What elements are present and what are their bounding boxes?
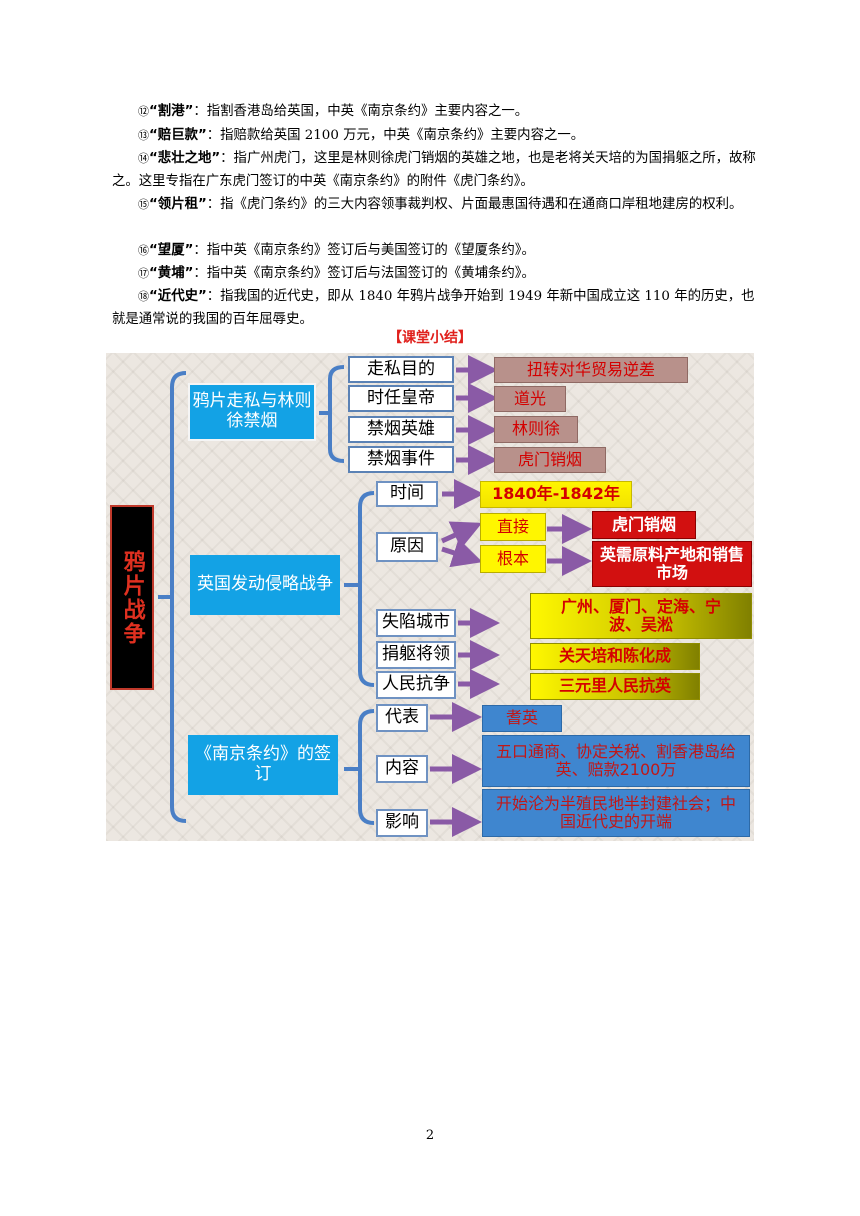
value-root-cause: 英需原料产地和销售市场 bbox=[592, 541, 752, 587]
value-lost-cities: 广州、厦门、定海、宁波、吴淞 bbox=[530, 593, 752, 639]
value-content: 五口通商、协定关税、割香港岛给英、赔款2100万 bbox=[482, 735, 750, 787]
note-17: ⑰“黄埔”：指中英《南京条约》签订后与法国签订的《黄埔条约》。 bbox=[138, 266, 535, 281]
value-impact: 开始沦为半殖民地半封建社会；中国近代史的开端 bbox=[482, 789, 750, 837]
label-representative: 代表 bbox=[376, 704, 428, 732]
category-opium-ban: 鸦片走私与林则徐禁烟 bbox=[188, 383, 316, 441]
label-ban-event: 禁烟事件 bbox=[348, 446, 454, 473]
value-time: 1840年-1842年 bbox=[480, 481, 632, 508]
label-cause: 原因 bbox=[376, 532, 438, 562]
label-root-cause: 根本 bbox=[480, 545, 546, 573]
concept-map: 鸦片战争 鸦片走私与林则徐禁烟 走私目的 时任皇帝 禁烟英雄 禁烟事件 扭转对华… bbox=[106, 353, 754, 841]
summary-title: 【课堂小结】 bbox=[388, 330, 472, 346]
value-smuggling-purpose: 扭转对华贸易逆差 bbox=[494, 357, 688, 383]
label-ban-hero: 禁烟英雄 bbox=[348, 416, 454, 443]
value-representative: 耆英 bbox=[482, 705, 562, 732]
note-16: ⑯“望厦”：指中英《南京条约》签订后与美国签订的《望厦条约》。 bbox=[138, 243, 535, 258]
root-node: 鸦片战争 bbox=[110, 505, 154, 690]
value-ban-hero: 林则徐 bbox=[494, 416, 578, 443]
value-generals: 关天培和陈化成 bbox=[530, 643, 700, 670]
label-smuggling-purpose: 走私目的 bbox=[348, 356, 454, 383]
note-15: ⑮“领片租”：指《虎门条约》的三大内容领事裁判权、片面最惠国待遇和在通商口岸租地… bbox=[138, 197, 743, 212]
label-impact: 影响 bbox=[376, 809, 428, 837]
note-14: ⑭“悲壮之地”：指广州虎门，这里是林则徐虎门销烟的英雄之地，也是老将关天培的为国… bbox=[112, 151, 756, 189]
note-18: ⑱“近代史”：指我国的近代史，即从 1840 年鸦片战争开始到 1949 年新中… bbox=[112, 289, 755, 327]
label-content: 内容 bbox=[376, 755, 428, 783]
category-british-war: 英国发动侵略战争 bbox=[190, 555, 340, 615]
connector-lines bbox=[158, 355, 592, 837]
note-12: ⑫“割港”：指割香港岛给英国，中英《南京条约》主要内容之一。 bbox=[138, 104, 529, 119]
label-direct-cause: 直接 bbox=[480, 513, 546, 541]
value-direct-cause: 虎门销烟 bbox=[592, 511, 696, 539]
label-generals: 捐躯将领 bbox=[376, 641, 456, 669]
label-emperor: 时任皇帝 bbox=[348, 385, 454, 412]
label-time: 时间 bbox=[376, 481, 438, 507]
value-resistance: 三元里人民抗英 bbox=[530, 673, 700, 700]
label-lost-cities: 失陷城市 bbox=[376, 609, 456, 637]
value-emperor: 道光 bbox=[494, 386, 566, 412]
value-ban-event: 虎门销烟 bbox=[494, 447, 606, 473]
page-number: 2 bbox=[425, 1128, 435, 1143]
note-13: ⑬“赔巨款”：指赔款给英国 2100 万元，中英《南京条约》主要内容之一。 bbox=[138, 128, 585, 143]
category-nanjing-treaty: 《南京条约》的签订 bbox=[188, 735, 338, 795]
label-resistance: 人民抗争 bbox=[376, 671, 456, 699]
